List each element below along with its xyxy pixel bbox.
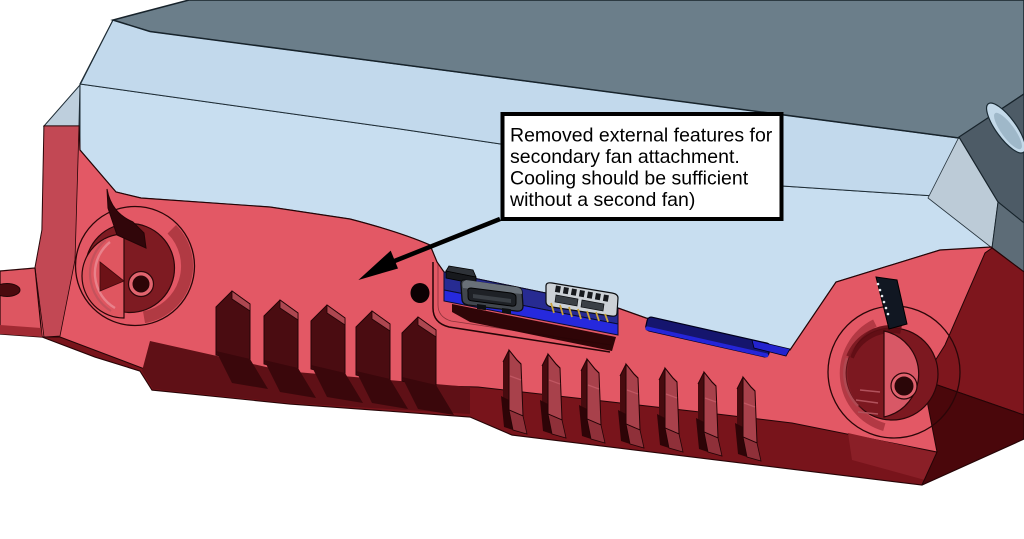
svg-text:Cooling should be sufficient: Cooling should be sufficient <box>510 168 749 190</box>
svg-text:secondary fan attachment.: secondary fan attachment. <box>510 146 740 168</box>
svg-text:Removed external features for: Removed external features for <box>510 125 773 147</box>
svg-text:without a second fan): without a second fan) <box>509 189 695 211</box>
